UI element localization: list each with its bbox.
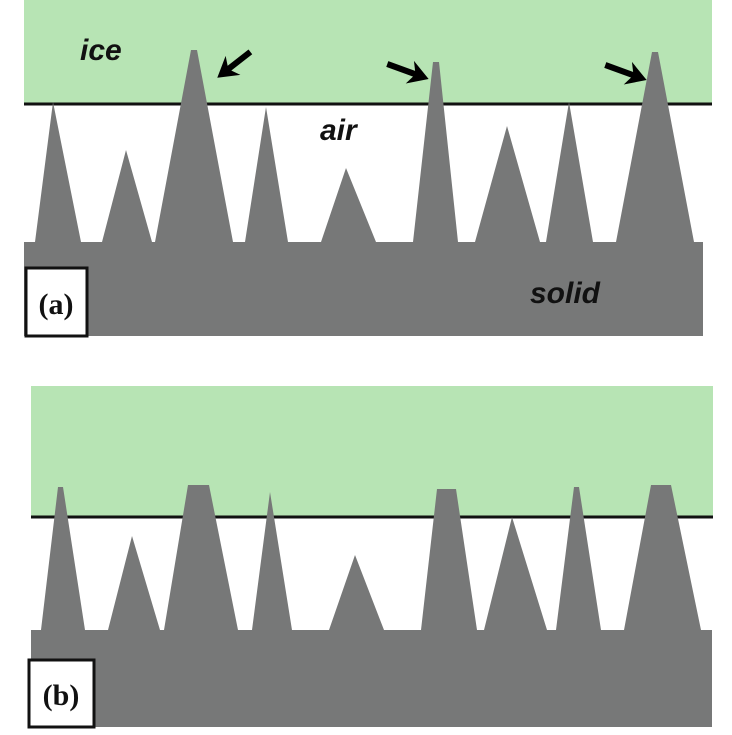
panel-b-label: (b) xyxy=(43,679,80,712)
solid-label: solid xyxy=(530,277,601,310)
panel-b-label-box: (b) xyxy=(27,658,96,729)
solid-substrate-b xyxy=(31,485,712,727)
arrow-icon xyxy=(604,61,647,85)
ice-region-a xyxy=(24,0,712,104)
arrow-icon xyxy=(217,49,253,78)
panel-a-label-box: (a) xyxy=(24,266,89,338)
arrow-icon xyxy=(386,60,429,84)
panel-a-label: (a) xyxy=(39,288,74,321)
solid-substrate-a xyxy=(24,50,703,336)
ice-region-b xyxy=(31,386,713,517)
panel-a: ice air solid (a) xyxy=(24,0,712,338)
ice-label: ice xyxy=(80,34,122,67)
air-label: air xyxy=(320,114,359,147)
panel-b: (b) xyxy=(27,386,713,729)
